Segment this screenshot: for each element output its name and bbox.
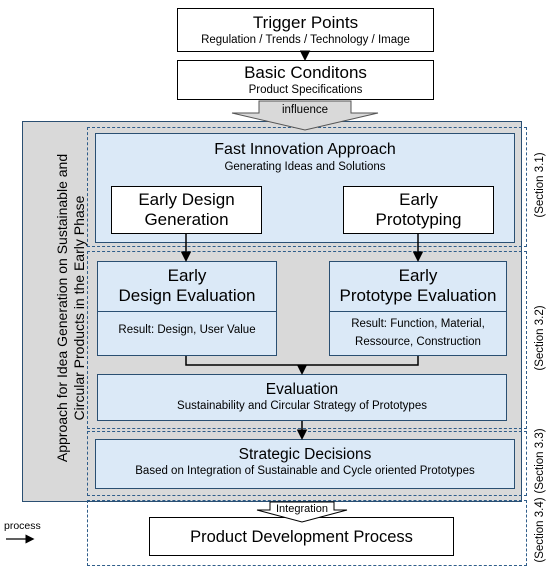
trigger-points-title: Trigger Points [252, 13, 359, 32]
early-prototype-evaluation-box: Early Prototype Evaluation Result: Funct… [329, 261, 507, 356]
influence-arrow [231, 100, 379, 131]
evaluation-box: Evaluation Sustainability and Circular S… [97, 374, 507, 421]
strategic-decisions-box: Strategic Decisions Based on Integration… [95, 439, 515, 489]
fast-innovation-title: Fast Innovation Approach [214, 141, 396, 158]
section-3-4-frame [87, 500, 527, 566]
early-prototyping-line1: Early [399, 190, 438, 209]
section-3-1-label: (Section 3.1) [534, 152, 546, 218]
section-3-2-label: (Section 3.2) [534, 305, 546, 371]
integration-label: Integration [276, 503, 328, 515]
evaluation-title: Evaluation [265, 381, 339, 398]
basic-conditions-box: Basic Conditons Product Specifications [177, 60, 434, 100]
proto-eval-line2: Prototype Evaluation [339, 286, 497, 305]
proto-eval-result-line1: Result: Function, Material, [351, 318, 485, 330]
integration-arrow [256, 501, 348, 523]
approach-label-line1: Approach for Idea Generation on Sustaina… [54, 153, 70, 463]
design-eval-result: Result: Design, User Value [118, 324, 256, 336]
early-design-line1: Early Design [138, 190, 235, 209]
trigger-points-box: Trigger Points Regulation / Trends / Tec… [177, 8, 434, 52]
strategic-title: Strategic Decisions [238, 446, 372, 463]
process-legend-label: process [4, 520, 41, 532]
early-design-evaluation-box: Early Design Evaluation Result: Design, … [97, 261, 277, 356]
section-3-3-label: (Section 3.3) [534, 428, 546, 494]
influence-label: influence [281, 104, 329, 116]
early-prototyping-box: Early Prototyping [343, 186, 494, 234]
basic-conditions-title: Basic Conditons [244, 63, 367, 82]
section-3-4-label: (Section 3.4) [534, 497, 546, 563]
merge-line [185, 356, 419, 366]
section-3-2-frame [87, 251, 527, 429]
proto-eval-result-line2: Ressource, Construction [355, 336, 481, 348]
design-eval-line1: Early [167, 266, 207, 285]
basic-conditions-subtitle: Product Specifications [248, 84, 363, 96]
product-development-title: Product Development Process [190, 528, 413, 546]
design-eval-line2: Design Evaluation [118, 286, 256, 305]
proto-eval-line1: Early [398, 266, 438, 285]
approach-label-line2: Circular Products in the Early Phase [71, 195, 87, 421]
strategic-subtitle: Based on Integration of Sustainable and … [135, 465, 475, 477]
trigger-points-subtitle: Regulation / Trends / Technology / Image [201, 34, 410, 46]
fast-innovation-subtitle: Generating Ideas and Solutions [224, 161, 386, 173]
evaluation-subtitle: Sustainability and Circular Strategy of … [177, 400, 427, 412]
early-design-line2: Generation [144, 210, 229, 229]
early-design-generation-box: Early Design Generation [111, 186, 262, 234]
early-prototyping-line2: Prototyping [375, 210, 462, 229]
